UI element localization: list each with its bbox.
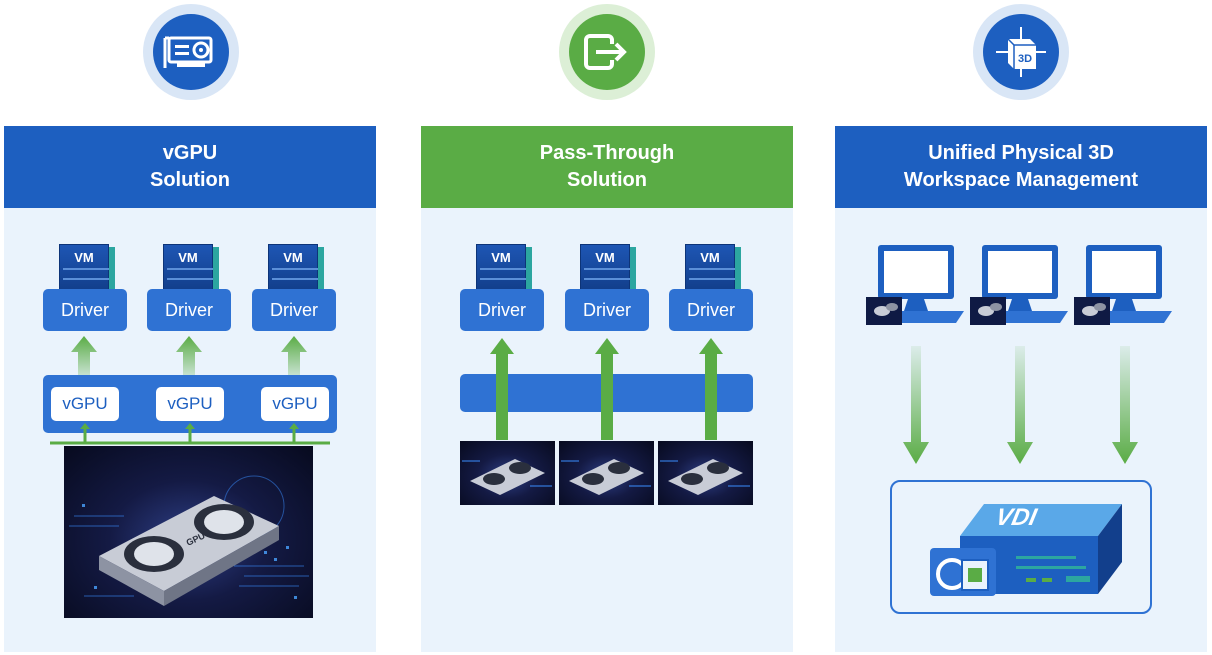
- driver-box: Driver: [460, 289, 544, 331]
- down-arrow: [1007, 346, 1033, 464]
- vm-icon: VM: [163, 244, 219, 290]
- pass-through-panel-title-line1: Pass-Through: [539, 142, 675, 164]
- vm-icon: VM: [59, 244, 115, 290]
- gpu-thumbnail: [559, 441, 654, 505]
- vm-label: VM: [74, 250, 94, 265]
- vdi-down-arrows: [903, 346, 1138, 464]
- vgpu-panel-title-line1: vGPU: [162, 142, 218, 164]
- up-arrow: [281, 336, 307, 380]
- vgpu-up-arrows: [71, 336, 307, 380]
- vgpu-panel-header: vGPU Solution: [4, 126, 376, 208]
- vm-label: VM: [283, 250, 303, 265]
- driver-box: Driver: [43, 289, 127, 331]
- vm-label: VM: [595, 250, 615, 265]
- workstation-monitor-icon: [1074, 245, 1172, 325]
- driver-box: Driver: [147, 289, 231, 331]
- vgpu-box: vGPU: [51, 387, 119, 421]
- workstation-monitor-icon: [970, 245, 1068, 325]
- pass-through-arrows: [490, 338, 723, 440]
- pass-through-panel-title-line2: Solution: [567, 169, 647, 191]
- down-arrow: [1112, 346, 1138, 464]
- gpu-card-icon: [163, 36, 213, 68]
- vgpu-panel-title-line2: Solution: [150, 169, 230, 191]
- gpu-thumbnail: [658, 441, 753, 505]
- gpu-thumbnail: [460, 441, 555, 505]
- vm-label: VM: [700, 250, 720, 265]
- 3d-cube-icon: 3D: [996, 27, 1046, 77]
- vm-icon: VM: [580, 244, 636, 290]
- driver-box: Driver: [252, 289, 336, 331]
- pass-through-icon-circle: [559, 4, 655, 100]
- vdi-server-icon: [930, 504, 1122, 596]
- down-arrow: [903, 346, 929, 464]
- vdi-server-box: VDI: [890, 480, 1152, 614]
- unified-3d-panel-header: Unified Physical 3D Workspace Management: [835, 126, 1207, 208]
- driver-box: Driver: [669, 289, 753, 331]
- vm-label: VM: [491, 250, 511, 265]
- vgpu-box: vGPU: [156, 387, 224, 421]
- gpu-card-icon-circle: [143, 4, 239, 100]
- up-arrow: [176, 336, 202, 380]
- pass-through-panel-header: Pass-Through Solution: [421, 126, 793, 208]
- workstation-monitor-icon: [866, 245, 964, 325]
- up-arrow: [490, 338, 514, 440]
- up-arrow: [699, 338, 723, 440]
- gpu-card-image: GPU: [64, 446, 313, 618]
- unified-3d-panel-title-line1: Unified Physical 3D: [928, 142, 1114, 164]
- vm-icon: VM: [476, 244, 532, 290]
- vdi-label: VDI: [993, 504, 1039, 531]
- up-arrow: [71, 336, 97, 380]
- vm-label: VM: [178, 250, 198, 265]
- vm-icon: VM: [268, 244, 324, 290]
- vm-icon: VM: [685, 244, 741, 290]
- svg-text:3D: 3D: [1018, 53, 1032, 65]
- up-arrow: [595, 338, 619, 440]
- unified-3d-panel-title-line2: Workspace Management: [903, 169, 1139, 191]
- gpu-connector: [50, 423, 330, 445]
- pass-through-icon: [584, 34, 627, 70]
- 3d-cube-icon-circle: 3D: [973, 4, 1069, 100]
- driver-box: Driver: [565, 289, 649, 331]
- vgpu-box: vGPU: [261, 387, 329, 421]
